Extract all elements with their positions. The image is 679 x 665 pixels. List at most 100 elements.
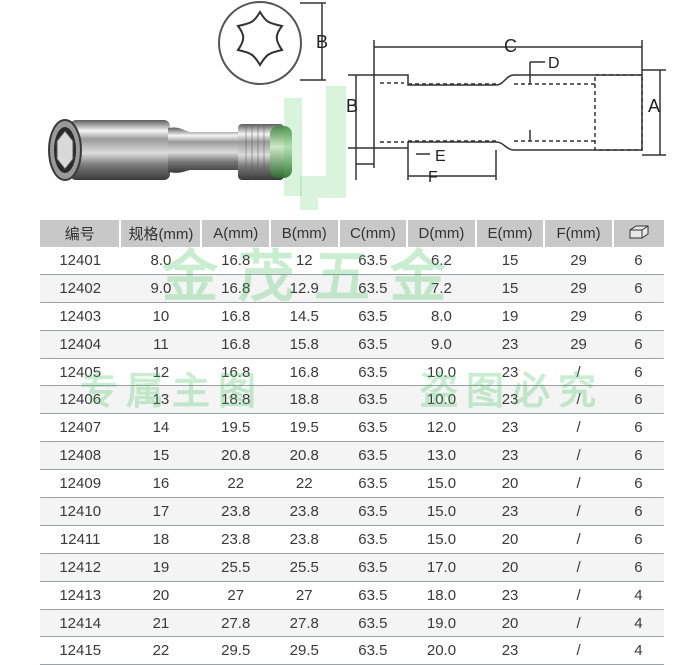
- table-cell: 19.5: [270, 413, 339, 443]
- col-header-size: 规格(mm): [120, 220, 203, 247]
- table-cell: 16.8: [270, 358, 339, 387]
- table-cell: 6: [612, 441, 664, 471]
- label-b-side: B: [346, 96, 358, 116]
- table-cell: 29.5: [201, 636, 270, 665]
- table-cell: 20: [475, 525, 545, 554]
- table-cell: 6.2: [407, 247, 476, 275]
- table-cell: 12411: [40, 525, 121, 554]
- table-cell: 6: [612, 247, 664, 275]
- table-cell: 23.8: [201, 525, 270, 554]
- table-cell: 63.5: [338, 385, 408, 415]
- table-cell: 23: [475, 413, 545, 443]
- table-cell: 6: [612, 469, 664, 499]
- hex-end-view: B: [218, 1, 328, 85]
- table-cell: 4: [612, 636, 664, 665]
- table-cell: 4: [612, 581, 664, 610]
- table-cell: 8.0: [407, 302, 476, 331]
- label-a: A: [648, 96, 660, 116]
- table-cell: 7.2: [407, 274, 476, 303]
- table-cell: 12408: [40, 441, 121, 471]
- table-cell: 12409: [40, 469, 121, 499]
- table-cell: 23.8: [201, 497, 270, 526]
- table-cell: 12406: [40, 385, 121, 415]
- table-cell: 63.5: [338, 469, 408, 499]
- label-c: C: [504, 36, 517, 56]
- table-cell: 15: [120, 441, 202, 471]
- table-cell: 12: [120, 358, 202, 387]
- table-cell: /: [544, 553, 613, 582]
- table-cell: 20.8: [201, 441, 270, 471]
- col-header-d: D(mm): [407, 220, 477, 247]
- table-cell: 20: [120, 581, 202, 610]
- table-cell: 63.5: [338, 497, 408, 526]
- table-cell: 63.5: [338, 609, 408, 638]
- table-cell: 23: [475, 358, 545, 387]
- col-header-b: B(mm): [270, 220, 340, 247]
- table-cell: 18.8: [270, 385, 339, 415]
- table-cell: 20: [475, 609, 545, 638]
- col-header-code: 编号: [40, 220, 122, 247]
- label-b-hex: B: [316, 32, 328, 52]
- table-cell: 15: [475, 274, 545, 303]
- table-cell: 19: [475, 302, 545, 331]
- table-cell: 25.5: [201, 553, 270, 582]
- table-cell: 14.5: [270, 302, 339, 331]
- table-cell: 12401: [40, 247, 121, 275]
- table-cell: 23: [475, 441, 545, 471]
- col-header-e: E(mm): [475, 220, 546, 247]
- table-cell: 4: [612, 609, 664, 638]
- table-cell: 12415: [40, 636, 121, 665]
- table-cell: /: [544, 609, 613, 638]
- table-cell: 23: [475, 581, 545, 610]
- table-cell: 23: [475, 497, 545, 526]
- table-cell: 15.0: [407, 469, 476, 499]
- table-cell: 10: [120, 302, 202, 331]
- table-cell: 6: [612, 274, 664, 303]
- table-cell: 20: [475, 469, 545, 499]
- table-cell: 12.9: [270, 274, 339, 303]
- side-drawing: [348, 40, 666, 180]
- table-cell: 9.0: [407, 330, 476, 359]
- table-cell: 12412: [40, 553, 121, 582]
- table-cell: 63.5: [338, 553, 408, 582]
- col-header-box: [612, 220, 664, 247]
- table-cell: 27.8: [201, 609, 270, 638]
- col-header-f: F(mm): [544, 220, 614, 247]
- watermark-logo: [284, 86, 346, 210]
- col-header-a: A(mm): [201, 220, 271, 247]
- table-cell: 12414: [40, 609, 121, 638]
- table-cell: 17: [120, 497, 202, 526]
- col-header-c: C(mm): [338, 220, 409, 247]
- label-d: D: [548, 55, 560, 72]
- table-cell: 63.5: [338, 525, 408, 554]
- label-e: E: [435, 148, 446, 165]
- table-cell: 29.5: [270, 636, 339, 665]
- table-cell: /: [544, 497, 613, 526]
- table-cell: 16.8: [201, 358, 270, 387]
- table-cell: 23: [475, 636, 545, 665]
- table-cell: 18.8: [201, 385, 270, 415]
- socket-photo: [48, 119, 292, 181]
- table-cell: 16.8: [201, 247, 270, 275]
- table-cell: 27.8: [270, 609, 339, 638]
- table-cell: /: [544, 581, 613, 610]
- table-cell: 15.8: [270, 330, 339, 359]
- table-cell: /: [544, 441, 613, 471]
- table-cell: /: [544, 358, 613, 387]
- product-figure: B C D A B E F: [48, 1, 666, 210]
- table-cell: 63.5: [338, 636, 408, 665]
- table-cell: 22: [201, 469, 270, 499]
